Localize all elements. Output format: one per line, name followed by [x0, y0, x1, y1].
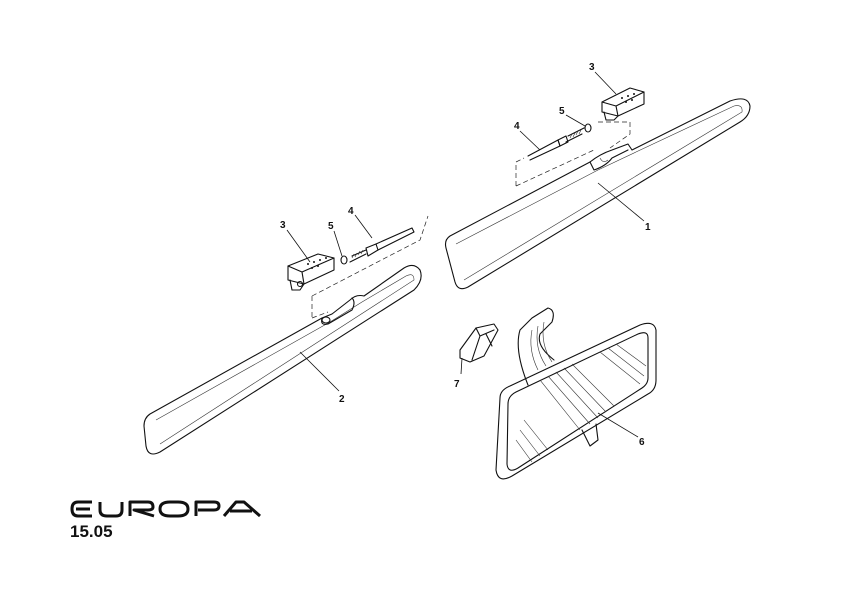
- sun-visor-right: [444, 98, 751, 290]
- rear-view-mirror: [495, 307, 657, 480]
- callout-6: 6: [639, 437, 645, 448]
- hinge-left: [287, 253, 335, 291]
- assembly-guide-right: [515, 121, 631, 187]
- callout-3-right: 3: [589, 62, 595, 73]
- page-number: 15.05: [70, 522, 113, 541]
- callout-1: 1: [645, 222, 651, 233]
- washer-right: [584, 123, 592, 133]
- mirror-clip: [459, 323, 499, 363]
- callout-4-right: 4: [514, 121, 520, 132]
- callout-7: 7: [454, 379, 460, 390]
- hinge-right: [601, 87, 645, 121]
- callout-5-left: 5: [328, 221, 334, 232]
- pivot-rod-left: [349, 227, 415, 263]
- callout-4-left: 4: [348, 206, 354, 217]
- sun-visor-left: [143, 264, 422, 455]
- assembly-guide-left: [311, 215, 429, 319]
- washer-left: [340, 255, 348, 265]
- callout-3-left: 3: [280, 220, 286, 231]
- callout-2: 2: [339, 394, 345, 405]
- leader-lines: [286, 71, 645, 438]
- callout-5-right: 5: [559, 106, 565, 117]
- pivot-rod-right: [527, 127, 585, 161]
- europa-logo: [70, 500, 261, 518]
